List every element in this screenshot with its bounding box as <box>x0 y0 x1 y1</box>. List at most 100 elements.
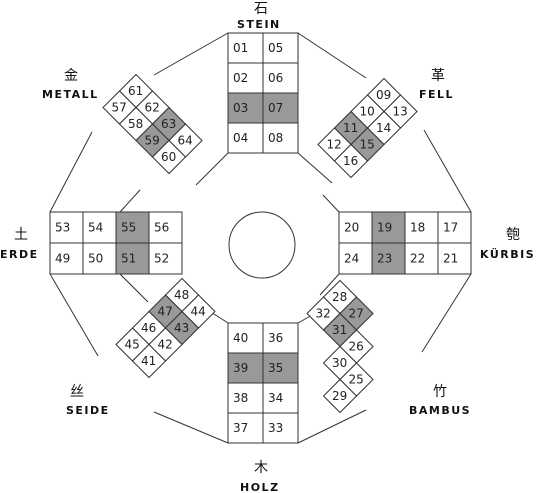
hexagram-number: 41 <box>141 354 156 368</box>
hexagram-cell <box>227 412 264 444</box>
hexagram-number: 36 <box>268 331 283 345</box>
hexagram-number: 11 <box>343 121 358 135</box>
hexagram-number: 42 <box>158 338 173 352</box>
hexagram-number: 15 <box>360 138 375 152</box>
direction-german-label: METALL <box>42 88 99 101</box>
hexagram-number: 18 <box>410 221 425 235</box>
hexagram-cell <box>227 92 264 124</box>
hexagram-number: 60 <box>161 150 176 164</box>
hexagram-cell <box>227 382 264 414</box>
hexagram-number: 20 <box>344 221 359 235</box>
hexagram-number: 57 <box>112 101 127 115</box>
hexagram-number: 12 <box>327 138 342 152</box>
hexagram-number: 44 <box>191 305 206 319</box>
hexagram-number: 50 <box>88 252 103 266</box>
hexagram-number: 51 <box>121 252 136 266</box>
hexagram-number: 63 <box>161 117 176 131</box>
hexagram-number: 40 <box>233 331 248 345</box>
hexagram-number: 52 <box>154 252 169 266</box>
hexagram-number: 33 <box>268 421 283 435</box>
hexagram-number: 46 <box>141 321 156 335</box>
hexagram-cell <box>262 412 299 444</box>
hexagram-number: 19 <box>377 221 392 235</box>
hexagram-number: 48 <box>174 288 189 302</box>
hexagram-number: 05 <box>268 41 283 55</box>
hexagram-cell <box>404 211 439 244</box>
hexagram-cell <box>322 378 358 414</box>
hexagram-number: 29 <box>332 389 347 403</box>
direction-chinese-label: 丝 <box>70 384 84 400</box>
hexagram-number: 07 <box>268 101 283 115</box>
direction-chinese-label: 石 <box>254 1 268 17</box>
hexagram-cell <box>437 242 472 275</box>
hexagram-cell <box>148 211 183 244</box>
direction-chinese-label: 金 <box>64 68 78 84</box>
direction-german-label: FELL <box>419 88 454 101</box>
hexagram-number: 03 <box>233 101 248 115</box>
direction-german-label: KÜRBIS <box>480 247 535 261</box>
center-circle <box>228 211 296 279</box>
hexagram-number: 25 <box>349 373 364 387</box>
hexagram-cell <box>82 211 117 244</box>
hexagram-number: 21 <box>443 252 458 266</box>
octagon-connector-lines <box>49 32 472 444</box>
hexagram-cell <box>262 92 299 124</box>
direction-german-label: BAMBUS <box>409 404 471 417</box>
hexagram-cell <box>262 322 299 354</box>
direction-chinese-label: 木 <box>254 460 268 476</box>
direction-german-label: ERDE <box>0 248 39 261</box>
hexagram-cell <box>262 382 299 414</box>
hexagram-number: 28 <box>332 290 347 304</box>
hexagram-cell <box>151 139 187 175</box>
hexagram-number: 54 <box>88 221 103 235</box>
hexagram-cell <box>82 242 117 275</box>
hexagram-number: 02 <box>233 71 248 85</box>
hexagram-number: 64 <box>178 134 193 148</box>
hexagram-number: 30 <box>332 356 347 370</box>
hexagram-cell <box>49 242 84 275</box>
hexagram-cell <box>333 143 369 179</box>
hexagram-number: 09 <box>376 88 391 102</box>
hexagram-number: 38 <box>233 391 248 405</box>
hexagram-number: 45 <box>125 338 140 352</box>
hexagram-number: 14 <box>376 121 391 135</box>
hexagram-number: 32 <box>316 307 331 321</box>
hexagram-number: 61 <box>128 84 143 98</box>
hexagram-number: 37 <box>233 421 248 435</box>
direction-chinese-label: 革 <box>431 68 445 84</box>
hexagram-number: 24 <box>344 252 359 266</box>
hexagram-number: 55 <box>121 221 136 235</box>
hexagram-number: 23 <box>377 252 392 266</box>
hexagram-number: 06 <box>268 71 283 85</box>
hexagram-cell <box>262 122 299 154</box>
hexagram-number: 10 <box>360 105 375 119</box>
hexagram-number: 62 <box>145 101 160 115</box>
hexagram-number: 53 <box>55 221 70 235</box>
hexagram-number: 31 <box>332 323 347 337</box>
hexagram-cell <box>262 62 299 94</box>
hexagram-cell <box>227 322 264 354</box>
hexagram-number: 39 <box>233 361 248 375</box>
direction-german-label: HOLZ <box>240 481 280 493</box>
hexagram-number: 13 <box>393 105 408 119</box>
direction-chinese-label: 土 <box>14 227 28 243</box>
direction-german-label: SEIDE <box>66 404 110 417</box>
hexagram-number: 04 <box>233 131 248 145</box>
hexagram-number: 16 <box>343 154 358 168</box>
hexagram-number: 26 <box>349 340 364 354</box>
hexagram-number: 34 <box>268 391 283 405</box>
hexagram-number: 49 <box>55 252 70 266</box>
hexagram-number: 27 <box>349 307 364 321</box>
direction-chinese-label: 竹 <box>433 384 447 400</box>
direction-chinese-label: 匏 <box>506 227 520 243</box>
hexagram-number: 59 <box>145 134 160 148</box>
hexagram-number: 22 <box>410 252 425 266</box>
hexagram-number: 01 <box>233 41 248 55</box>
